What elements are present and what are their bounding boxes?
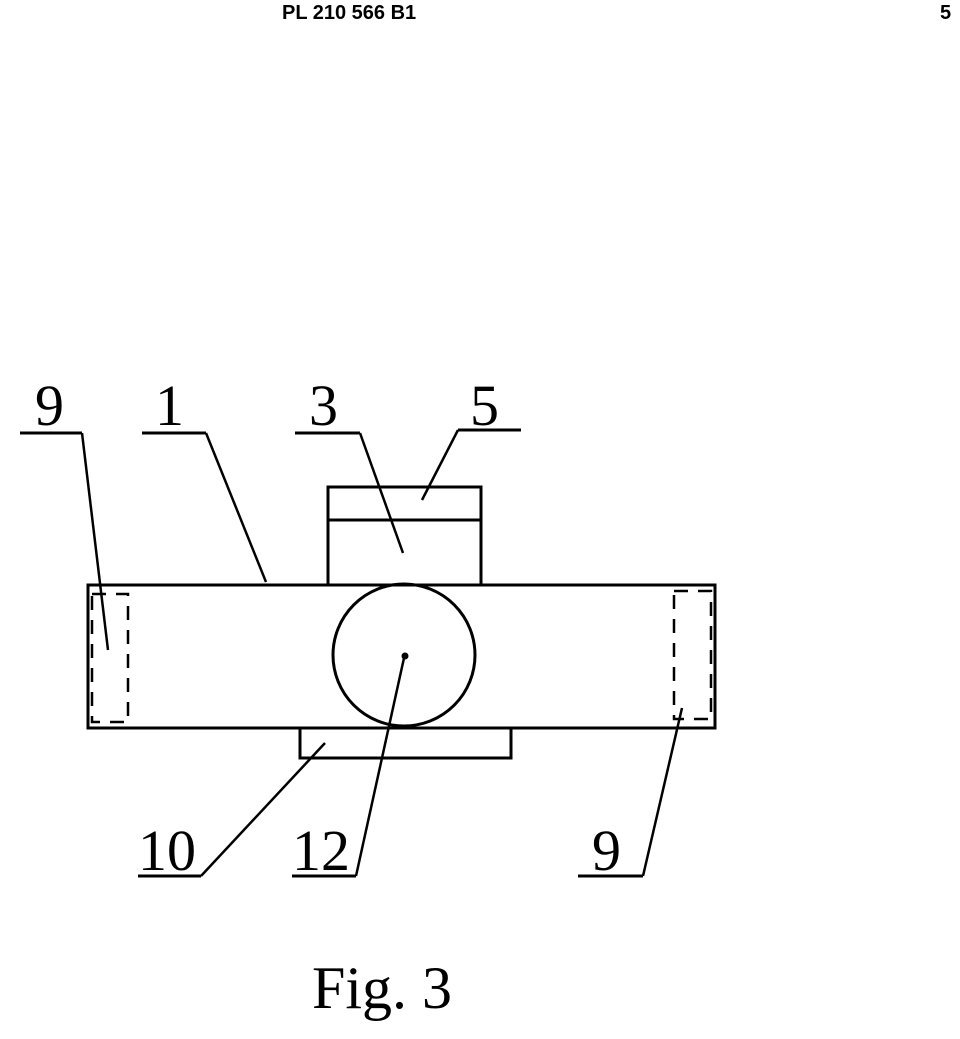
leader-1 [204,432,268,583]
label-1: 1 [155,373,184,438]
part-12-circle [331,582,477,728]
part-9-right-dashed [672,589,713,721]
label-12: 12 [292,818,350,883]
label-9-top-left: 9 [35,373,64,438]
part-9-left-dashed [90,592,130,724]
leader-5 [420,429,460,501]
part-5-block [326,485,483,587]
leader-9-bottom [641,707,684,877]
label-10: 10 [138,818,196,883]
leader-12 [354,657,406,877]
label-5: 5 [470,373,499,438]
label-9-bottom-right: 9 [592,818,621,883]
part-10-plate [298,726,513,760]
part-12-center-dot [401,652,409,660]
part-1-body [86,583,717,730]
leader-10 [200,742,326,877]
page-number: 5 [940,2,952,24]
figure-caption: Fig. 3 [312,955,452,1021]
leader-9-top [80,432,110,651]
label-3: 3 [309,373,338,438]
patent-number: PL 210 566 B1 [282,2,417,24]
leader-3 [358,432,405,554]
